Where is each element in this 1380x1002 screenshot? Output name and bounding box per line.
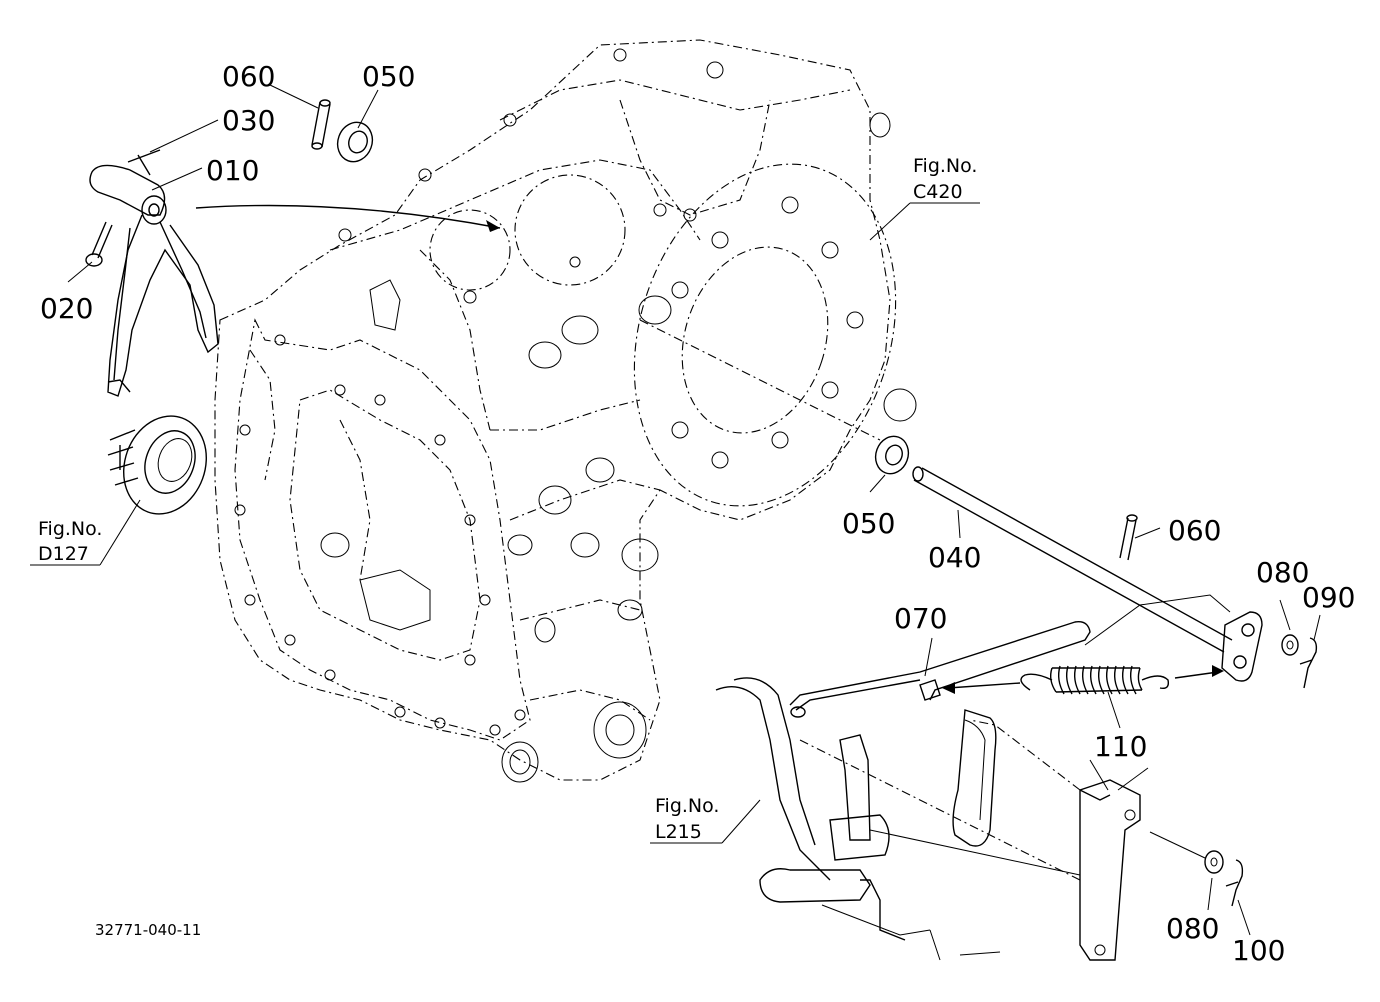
part-label-050-top: 050 — [362, 60, 415, 93]
part-label-080-upper: 080 — [1256, 556, 1309, 589]
coupler-drawing — [107, 415, 207, 515]
fig-ref-l215-code: L215 — [655, 821, 702, 843]
part-label-040: 040 — [928, 541, 981, 574]
fig-ref-d127-code: D127 — [38, 543, 89, 565]
part-label-080-lower: 080 — [1166, 912, 1219, 945]
leader-lines — [30, 84, 1321, 936]
part-label-070: 070 — [894, 602, 947, 635]
fig-ref-d127-label: Fig.No. — [38, 518, 102, 540]
part-label-030: 030 — [222, 104, 275, 137]
shaft-center-line — [639, 319, 881, 441]
fig-ref-c420-code: C420 — [913, 181, 963, 203]
spring-drawing — [789, 621, 1224, 718]
part-label-020: 020 — [40, 292, 93, 325]
transmission-case-drawing — [214, 39, 917, 783]
top-pin-and-bearing-drawing — [311, 99, 374, 163]
figure-references: Fig.No. D127 Fig.No. C420 Fig.No. L215 — [38, 155, 977, 843]
drawing-code: 32771-040-11 — [95, 921, 201, 939]
pedal-drawing — [715, 677, 1141, 961]
part-label-090: 090 — [1302, 581, 1355, 614]
assembly-arrow-top-head — [486, 220, 500, 232]
washer-clip-lower-drawing — [1149, 831, 1244, 907]
fig-ref-c420-label: Fig.No. — [913, 155, 977, 177]
part-label-060-top: 060 — [222, 60, 275, 93]
shift-rod-drawing — [874, 435, 1263, 682]
fig-ref-l215-label: Fig.No. — [655, 795, 719, 817]
part-label-060-right: 060 — [1168, 514, 1221, 547]
part-label-110: 110 — [1094, 730, 1147, 763]
part-label-100: 100 — [1232, 934, 1285, 967]
part-labels: 060 050 030 010 020 050 040 060 080 090 … — [40, 60, 1355, 967]
washer-clip-upper-drawing — [1281, 634, 1318, 689]
part-label-050-mid: 050 — [842, 507, 895, 540]
shift-fork-drawing — [85, 149, 219, 397]
assembly-arrow-top — [195, 204, 501, 229]
part-label-010: 010 — [206, 154, 259, 187]
